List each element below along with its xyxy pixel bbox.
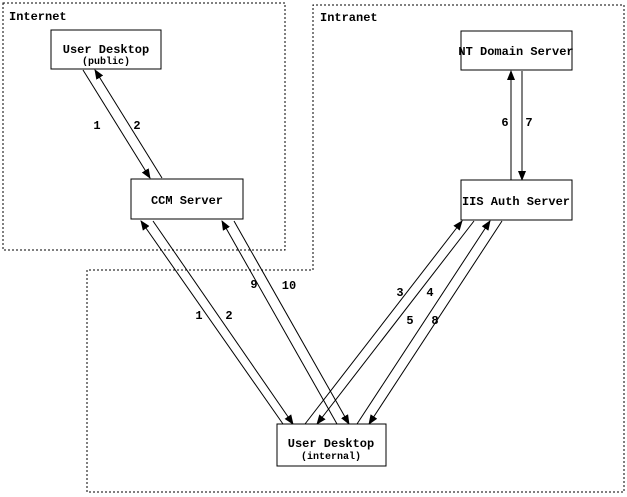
iis-auth-server-title: IIS Auth Server	[462, 195, 570, 209]
edge-1-internal-desktop-to-ccm	[140, 220, 284, 425]
edge-label-4: 4	[426, 286, 433, 300]
edge-label-9: 9	[250, 278, 257, 292]
edge-label-2-public: 2	[133, 119, 140, 133]
edge-label-5: 5	[406, 314, 413, 328]
user-desktop-internal-title: User Desktop	[288, 437, 374, 451]
edge-3-internal-desktop-to-iis	[304, 220, 463, 425]
node-user-desktop-public	[50, 29, 162, 70]
node-nt-domain-server	[460, 30, 573, 71]
node-user-desktop-internal	[276, 423, 387, 467]
edge-5-internal-desktop-to-iis	[356, 220, 491, 425]
edge-label-7: 7	[525, 116, 532, 130]
edge-2-ccm-to-internal-desktop	[152, 220, 294, 425]
internet-zone-border	[2, 2, 286, 251]
edge-label-6: 6	[501, 116, 508, 130]
nt-domain-server-title: NT Domain Server	[458, 45, 573, 59]
edge-4-iis-to-internal-desktop	[316, 220, 475, 425]
intranet-and-internal-zone-border	[86, 4, 625, 493]
user-desktop-public-title: User Desktop	[63, 43, 149, 57]
edge-8-iis-to-internal-desktop	[368, 220, 503, 425]
user-desktop-internal-subtitle: (internal)	[301, 451, 361, 463]
ccm-server-title: CCM Server	[151, 194, 223, 208]
node-iis-auth-server	[460, 179, 573, 221]
internet-zone-label: Internet	[9, 10, 67, 24]
edge-2-ccm-to-public-desktop	[94, 69, 163, 179]
edge-label-3: 3	[396, 286, 403, 300]
intranet-zone-label: Intranet	[320, 11, 378, 25]
edge-1-public-desktop-to-ccm	[82, 69, 151, 179]
edge-label-1-public: 1	[93, 119, 100, 133]
edge-10-ccm-to-internal-desktop	[233, 220, 350, 425]
edge-9-internal-desktop-to-ccm	[221, 220, 338, 425]
node-ccm-server	[130, 178, 244, 220]
edge-label-2-internal: 2	[225, 309, 232, 323]
edge-label-10: 10	[282, 279, 296, 293]
user-desktop-public-subtitle: (public)	[82, 56, 130, 68]
edge-label-8: 8	[431, 314, 438, 328]
edge-label-1-internal: 1	[195, 309, 202, 323]
